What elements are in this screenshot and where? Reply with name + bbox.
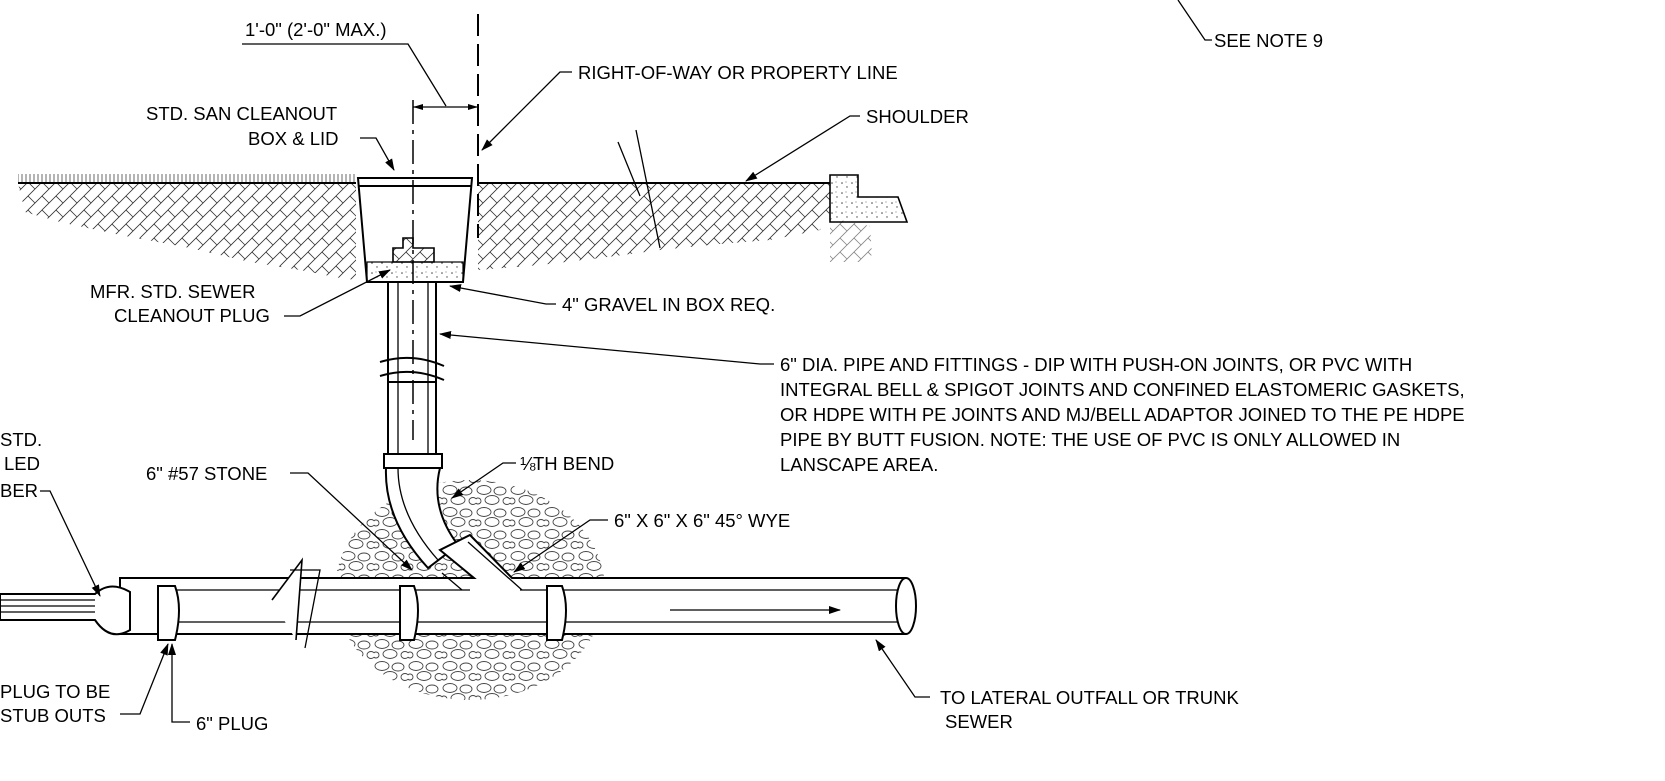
- dimension-lines: [242, 14, 479, 440]
- plug-label-2: CLEANOUT PLUG: [114, 305, 270, 326]
- shoulder-label: SHOULDER: [866, 106, 969, 127]
- pipe-spec-line-5: LANSCAPE AREA.: [780, 454, 938, 475]
- see-note-label: SEE NOTE 9: [1214, 30, 1323, 51]
- six-plug-label: 6" PLUG: [196, 713, 268, 734]
- eighth-bend: [384, 467, 460, 570]
- stone-label: 6" #57 STONE: [146, 463, 267, 484]
- stub-outs-label: STUB OUTS: [0, 705, 106, 726]
- riser-pipe: [379, 281, 445, 469]
- pipe-spec-line-4: PIPE BY BUTT FUSION. NOTE: THE USE OF PV…: [780, 429, 1400, 450]
- bend-label: TH BEND: [533, 453, 614, 474]
- soil-section: [18, 174, 872, 280]
- pipe-spec-line-1: 6" DIA. PIPE AND FITTINGS - DIP WITH PUS…: [780, 354, 1412, 375]
- outfall-label-1: TO LATERAL OUTFALL OR TRUNK: [940, 687, 1239, 708]
- left-label-2: LED: [4, 453, 40, 474]
- left-label-1: STD.: [0, 429, 42, 450]
- dimension-label: 1'-0" (2'-0" MAX.): [245, 19, 387, 40]
- plug-label-1: MFR. STD. SEWER: [90, 281, 255, 302]
- leader-lines: [40, 0, 1212, 723]
- main-sewer-pipe: [0, 533, 917, 649]
- row-label: RIGHT-OF-WAY OR PROPERTY LINE: [578, 62, 898, 83]
- labels: SEE NOTE 9 1'-0" (2'-0" MAX.) RIGHT-OF-W…: [0, 19, 1465, 734]
- box-label-2: BOX & LID: [248, 128, 338, 149]
- wye-label: 6" X 6" X 6" 45° WYE: [614, 510, 790, 531]
- outfall-label-2: SEWER: [945, 711, 1013, 732]
- pipe-spec-line-3: OR HDPE WITH PE JOINTS AND MJ/BELL ADAPT…: [780, 404, 1465, 425]
- gravel-label: 4" GRAVEL IN BOX REQ.: [562, 294, 775, 315]
- bend-fraction: ⅛: [520, 453, 536, 474]
- left-label-3: BER: [0, 480, 38, 501]
- shoulder-curb: [829, 174, 909, 223]
- plug-to-be-label: PLUG TO BE: [0, 681, 110, 702]
- box-label-1: STD. SAN CLEANOUT: [146, 103, 337, 124]
- pipe-spec-line-2: INTEGRAL BELL & SPIGOT JOINTS AND CONFIN…: [780, 379, 1465, 400]
- cleanout-box: [356, 177, 474, 283]
